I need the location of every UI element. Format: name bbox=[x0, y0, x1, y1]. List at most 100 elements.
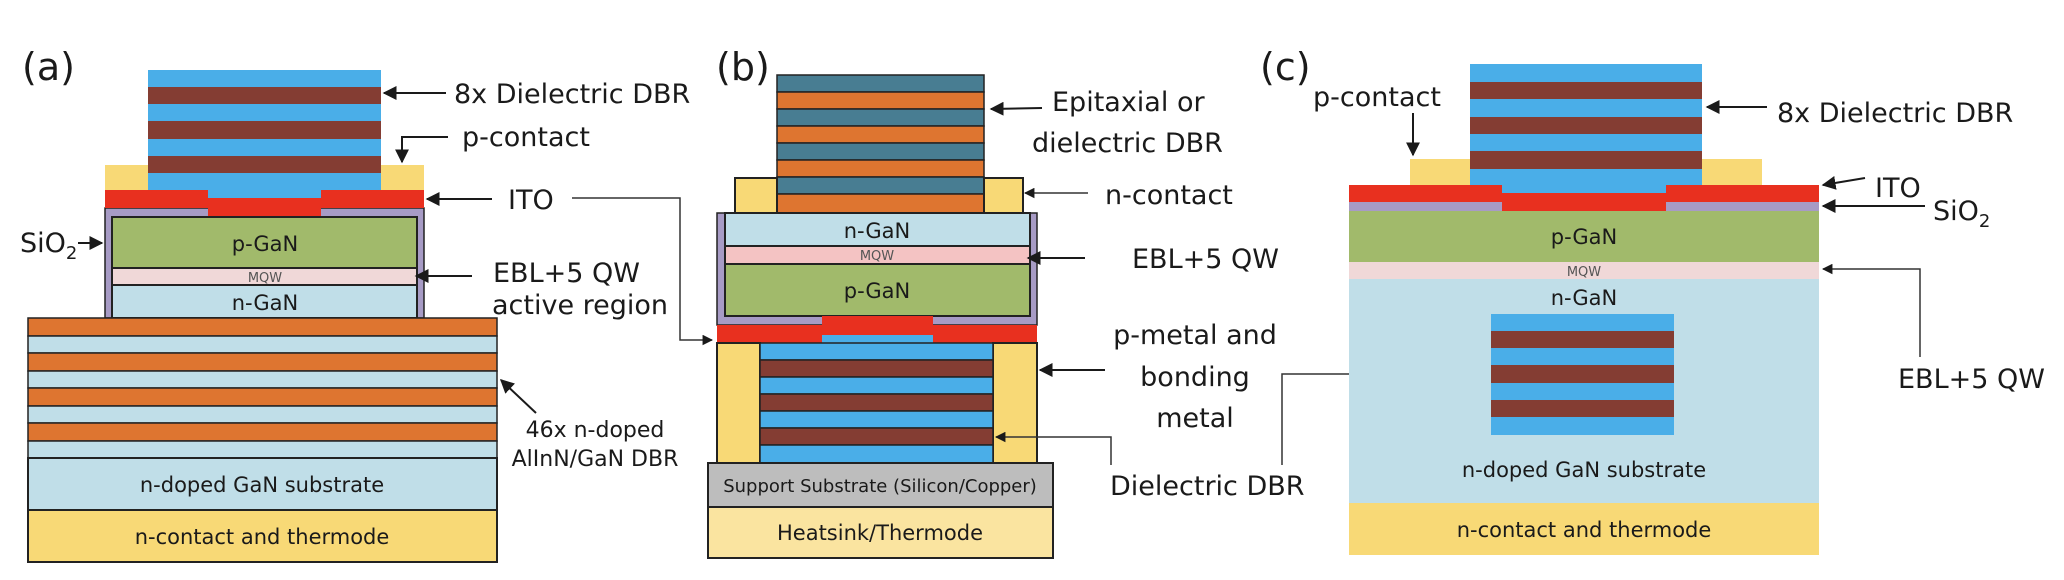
panel-b-dielectric-dbr-arrow bbox=[994, 431, 1112, 465]
panel-b-epi-dbr-layer bbox=[776, 159, 985, 178]
panel-b-n-gan-label: n-GaN bbox=[844, 219, 911, 243]
panel-c-inner-dbr-layer bbox=[1491, 400, 1674, 417]
panel-c-top-dbr-layer bbox=[1470, 117, 1702, 134]
panel-a-tag: (a) bbox=[22, 45, 75, 89]
panel-b-n-gan bbox=[724, 212, 1031, 247]
panel-a-mqw-label: MQW bbox=[248, 271, 282, 286]
panel-c-top-dbr-layer bbox=[1470, 64, 1702, 82]
panel-a-substrate bbox=[27, 457, 498, 511]
panel-b-dielectric-dbr-layer bbox=[759, 444, 994, 464]
panel-c: (c) n-GaN n-doped GaN substrate n-contac… bbox=[1260, 45, 2045, 555]
panel-b-pmetal-label-2: bonding bbox=[1140, 362, 1250, 393]
panel-a-top-dbr-label: 8x Dielectric DBR bbox=[454, 79, 690, 110]
panel-c-top-dbr-notch bbox=[1502, 185, 1666, 193]
panel-c-inner-dbr-layer bbox=[1491, 314, 1674, 331]
panel-c-active-arrow bbox=[1821, 263, 1921, 357]
panel-b-epi-dbr-layer bbox=[776, 142, 985, 161]
panel-a-bottom-dbr-layer bbox=[27, 422, 498, 442]
panel-c-inner-dbr-layer bbox=[1491, 383, 1674, 400]
panel-b-mqw-label: MQW bbox=[860, 249, 894, 264]
panel-a-top-dbr-layer bbox=[148, 173, 381, 190]
panel-b-heatsink bbox=[707, 506, 1054, 559]
panel-a-bottom-dbr-layer bbox=[27, 370, 498, 389]
panel-c-inner-dbr-layer bbox=[1491, 331, 1674, 348]
panel-b-heatsink-label: Heatsink/Thermode bbox=[777, 521, 983, 545]
panel-a-bottom-dbr-label-2: AlInN/GaN DBR bbox=[512, 447, 679, 472]
panel-b-n-contact-label: n-contact bbox=[1105, 180, 1233, 211]
panel-c-inner-dbr-layer bbox=[1491, 348, 1674, 365]
panel-b-dbr-notch bbox=[822, 335, 933, 345]
panel-a-bottom-dbr-layer bbox=[27, 352, 498, 372]
panel-b-dielectric-dbr-layer bbox=[759, 376, 994, 395]
panel-c-p-contact-left bbox=[1410, 159, 1470, 185]
panel-a-p-contact-arrow bbox=[395, 136, 448, 164]
panel-a-top-dbr-layer bbox=[148, 104, 381, 121]
panel-c-n-gan-label: n-GaN bbox=[1551, 286, 1618, 310]
panel-c-top-dbr-label: 8x Dielectric DBR bbox=[1777, 98, 2013, 129]
panel-b-pmetal-label-3: metal bbox=[1156, 403, 1234, 434]
panel-c-inner-dbr-layer bbox=[1491, 365, 1674, 383]
panel-a-n-gan bbox=[111, 284, 418, 319]
panel-b-epi-dbr-layer bbox=[776, 74, 985, 93]
panel-b-dielectric-dbr-label: Dielectric DBR bbox=[1110, 471, 1305, 502]
panel-b-tag: (b) bbox=[716, 45, 770, 89]
panel-a-active-label-1: EBL+5 QW bbox=[493, 258, 640, 289]
panel-c-inner-dbr-layer bbox=[1491, 417, 1674, 435]
panel-a-bottom-dbr-layer bbox=[27, 387, 498, 407]
panel-b-epi-dbr-layer bbox=[776, 176, 985, 195]
panel-c-active-label: EBL+5 QW bbox=[1898, 364, 2045, 395]
panel-c-p-contact-label: p-contact bbox=[1313, 82, 1441, 113]
panel-b-pmetal-label-1: p-metal and bbox=[1113, 320, 1277, 351]
panel-a-top-dbr-layer bbox=[148, 121, 381, 139]
panel-b-dielectric-dbr bbox=[759, 342, 994, 464]
panel-a-n-gan-label: n-GaN bbox=[232, 291, 299, 315]
panel-c-embedded-dielectric-dbr bbox=[1491, 314, 1674, 435]
panel-a-top-dbr-layer bbox=[148, 139, 381, 156]
panel-c-top-dbr-layer bbox=[1470, 82, 1702, 99]
panel-b-epi-dbr-layer bbox=[776, 125, 985, 144]
panel-c-ito-arrow bbox=[1821, 176, 1866, 190]
panel-c-n-contact-label: n-contact and thermode bbox=[1457, 518, 1712, 542]
panel-b-epitaxial-dbr bbox=[776, 74, 985, 214]
panel-c-top-dbr-layer bbox=[1470, 99, 1702, 117]
ito-connector-a-to-b bbox=[572, 197, 714, 346]
panel-c-top-dielectric-dbr bbox=[1470, 64, 1702, 193]
panel-c-p-gan-label: p-GaN bbox=[1551, 225, 1618, 249]
panel-a: (a) p-GaN MQW n-GaN n-doped GaN substrat… bbox=[20, 45, 714, 563]
panel-c-mqw bbox=[1349, 262, 1819, 279]
panel-c-sio2-label: SiO2 bbox=[1933, 196, 1990, 232]
panel-a-p-contact-left bbox=[105, 165, 148, 191]
panel-b-epi-dbr-layer bbox=[776, 91, 985, 110]
panel-c-top-dbr-layer bbox=[1470, 169, 1702, 185]
panel-b-bonding-metal-right bbox=[992, 342, 1038, 464]
panel-b-bonding-metal-left bbox=[716, 342, 761, 464]
panel-c-top-dbr-layer bbox=[1470, 134, 1702, 151]
panel-c-p-contact-right bbox=[1702, 159, 1762, 185]
panel-a-n-contact-label: n-contact and thermode bbox=[135, 525, 390, 549]
panel-a-top-dbr-layer bbox=[148, 156, 381, 173]
panel-a-bottom-dbr-layer bbox=[27, 317, 498, 337]
panel-a-substrate-label: n-doped GaN substrate bbox=[140, 473, 384, 497]
panel-b-p-gan-label: p-GaN bbox=[844, 279, 911, 303]
panel-a-bottom-dbr-arrow bbox=[499, 379, 537, 414]
panel-a-p-gan bbox=[111, 216, 418, 269]
panel-a-top-dbr-notch bbox=[208, 190, 321, 198]
panel-b-dielectric-dbr-layer bbox=[759, 410, 994, 429]
panel-b-n-contact-right bbox=[983, 177, 1024, 214]
panel-a-bottom-dbr-layer bbox=[27, 440, 498, 459]
panel-c-ito-label: ITO bbox=[1875, 173, 1921, 204]
panel-b-epi-dbr-layer bbox=[776, 108, 985, 127]
panel-a-n-contact bbox=[27, 509, 498, 563]
panel-b-dielectric-dbr-layer bbox=[759, 427, 994, 446]
panel-b: (b) n-GaN MQW p-GaN Support Substrate (S… bbox=[707, 45, 1490, 559]
panel-b-top-dbr-label-1: Epitaxial or bbox=[1052, 87, 1205, 118]
panel-c-top-dbr-layer bbox=[1470, 151, 1702, 169]
panel-a-top-dbr-layer bbox=[148, 87, 381, 104]
panel-a-bottom-dbr-layer bbox=[27, 405, 498, 424]
panel-a-p-contact-label: p-contact bbox=[462, 122, 590, 153]
panel-a-p-contact-right bbox=[381, 165, 424, 191]
panel-c-p-gan bbox=[1349, 211, 1819, 262]
panel-b-ito bbox=[717, 316, 1037, 343]
panel-a-bottom-alinn-gan-dbr bbox=[27, 317, 498, 459]
panel-b-dielectric-dbr-layer bbox=[759, 342, 994, 361]
